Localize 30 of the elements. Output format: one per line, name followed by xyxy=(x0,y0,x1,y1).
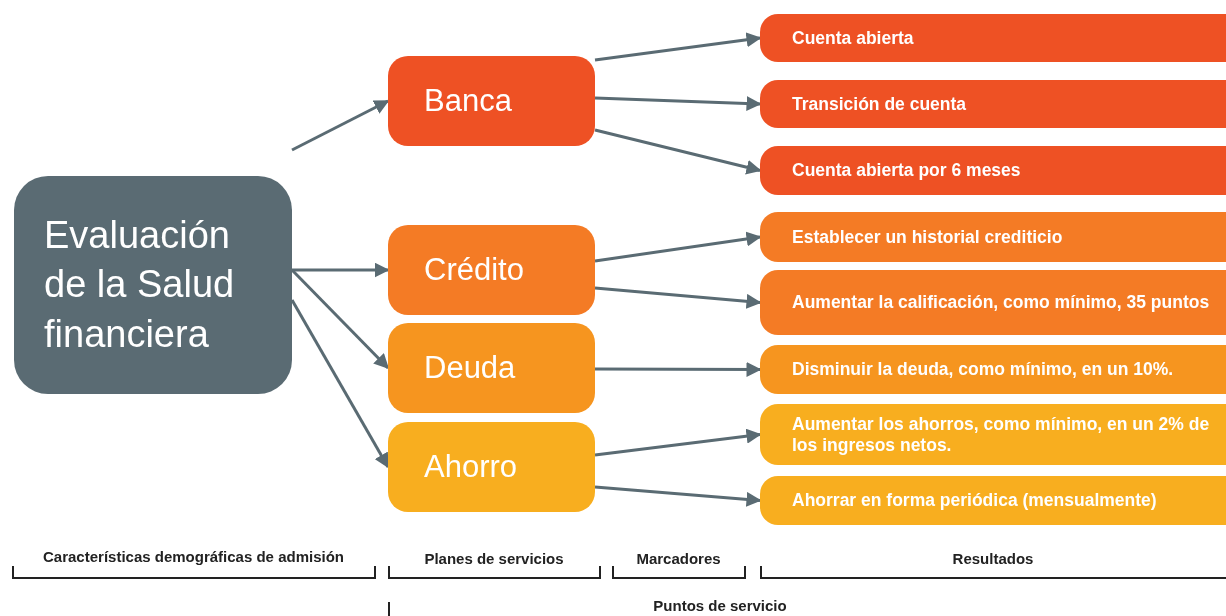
arrow xyxy=(290,299,390,469)
arrow xyxy=(594,286,762,309)
arrow xyxy=(292,262,390,278)
result-pill: Establecer un historial crediticio xyxy=(760,212,1226,262)
arrow xyxy=(594,96,762,111)
arrow xyxy=(290,268,390,370)
arrow xyxy=(594,428,762,457)
arrow xyxy=(594,485,762,507)
result-pill: Cuenta abierta por 6 meses xyxy=(760,146,1226,195)
arrow xyxy=(594,32,762,62)
category-box: Ahorro xyxy=(388,422,595,512)
arrow xyxy=(594,128,762,175)
result-pill: Aumentar la calificación, como mínimo, 35 puntos xyxy=(760,270,1226,335)
section-label: Puntos de servicio xyxy=(652,597,788,614)
arrow xyxy=(594,231,762,263)
arrow xyxy=(291,99,390,152)
result-pill: Disminuir la deuda, como mínimo, en un 10%. xyxy=(760,345,1226,394)
result-pill: Cuenta abierta xyxy=(760,14,1226,62)
section-label: Planes de servicios xyxy=(423,550,565,567)
main-box: Evaluación de la Salud financiera xyxy=(14,176,292,394)
result-pill: Ahorrar en forma periódica (mensualmente) xyxy=(760,476,1226,525)
section-label: Marcadores xyxy=(635,550,722,567)
category-box: Deuda xyxy=(388,323,595,413)
category-box: Banca xyxy=(388,56,595,146)
arrow xyxy=(595,361,762,377)
section-label: Resultados xyxy=(951,550,1035,567)
result-pill: Transición de cuenta xyxy=(760,80,1226,128)
category-box: Crédito xyxy=(388,225,595,315)
section-label: Características demográficas de admisión xyxy=(42,548,345,565)
result-pill: Aumentar los ahorros, como mínimo, en un 2% de los ingresos netos. xyxy=(760,404,1226,465)
